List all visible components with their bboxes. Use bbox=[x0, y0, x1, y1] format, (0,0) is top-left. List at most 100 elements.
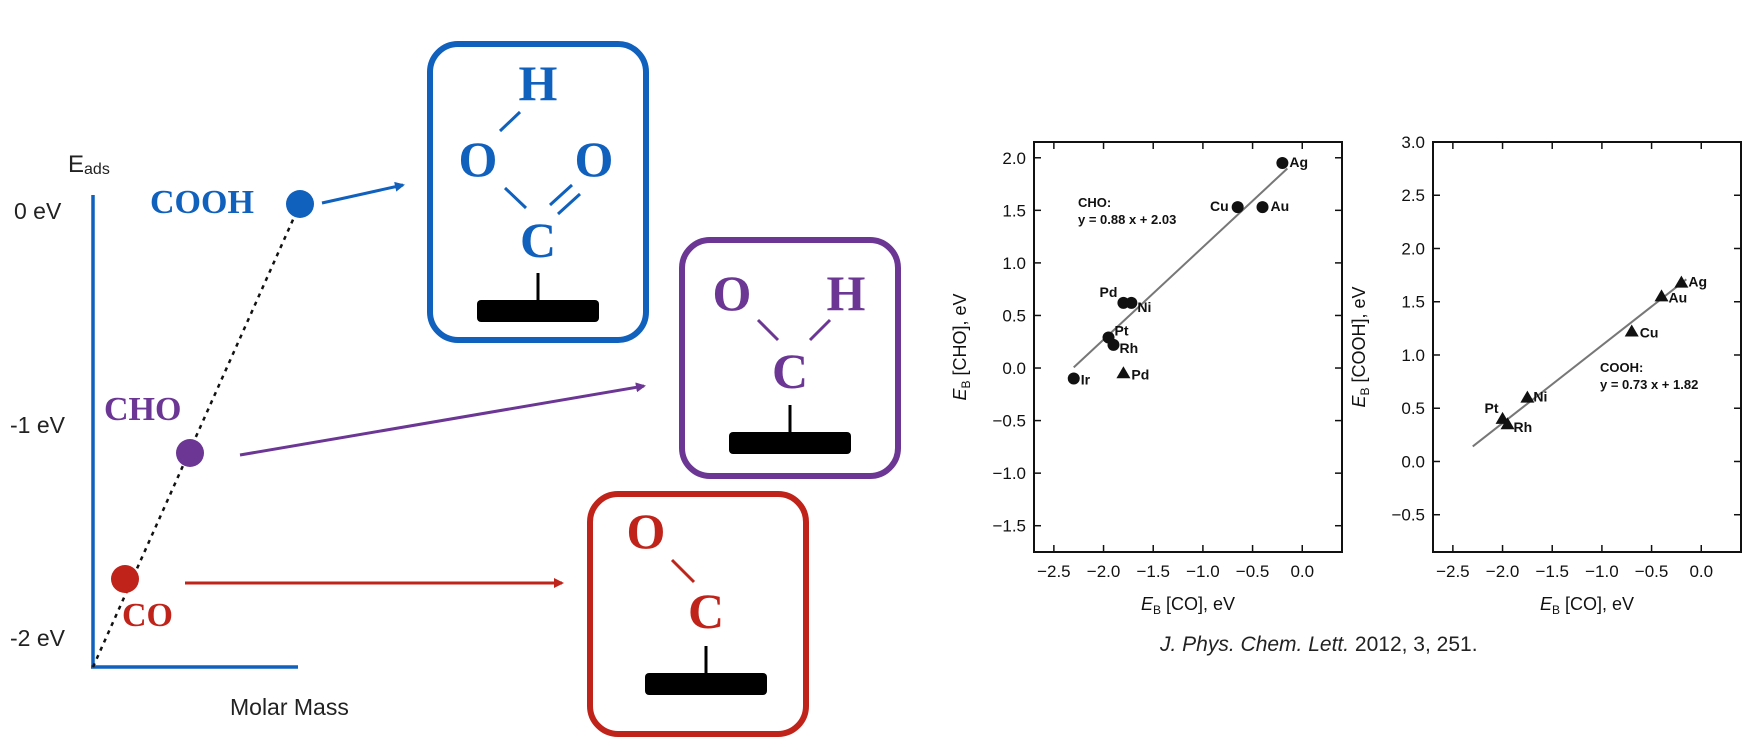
co-point bbox=[111, 565, 139, 593]
surface bbox=[477, 300, 599, 322]
fit-equation: COOH: bbox=[1600, 360, 1643, 375]
data-point-pd bbox=[1116, 366, 1131, 379]
bond bbox=[808, 318, 832, 342]
y-tick-label: −0.5 bbox=[992, 412, 1026, 431]
atom-c: C bbox=[688, 583, 724, 639]
y-tick-label: 1.5 bbox=[1401, 293, 1425, 312]
x-tick-label: 0.0 bbox=[1290, 562, 1314, 581]
cooh-box bbox=[427, 41, 649, 343]
x-tick-label: −1.5 bbox=[1535, 562, 1569, 581]
x-axis-label: EB [CO], eV bbox=[1141, 594, 1235, 617]
y-tick-label: 0.5 bbox=[1002, 306, 1026, 325]
data-label: Ag bbox=[1289, 154, 1308, 170]
data-label: Pd bbox=[1131, 366, 1149, 382]
co-box bbox=[587, 491, 809, 737]
y-tick-label: 2.0 bbox=[1401, 239, 1425, 258]
x-tick-label: −1.0 bbox=[1585, 562, 1619, 581]
data-label: Ni bbox=[1137, 299, 1151, 315]
atom-c: C bbox=[772, 343, 808, 399]
y-tick-label: 1.0 bbox=[1002, 254, 1026, 273]
cooh-arrow bbox=[321, 181, 405, 205]
data-label: Au bbox=[1669, 289, 1688, 305]
cho-structure: O H C bbox=[679, 237, 901, 479]
energy-axis-label: Eads bbox=[68, 151, 110, 178]
data-label: Cu bbox=[1210, 198, 1229, 214]
tick-minus2ev: -2 eV bbox=[10, 625, 66, 651]
y-tick-label: 0.5 bbox=[1401, 399, 1425, 418]
data-point-au bbox=[1654, 289, 1669, 302]
data-label: Cu bbox=[1640, 325, 1659, 341]
double-bond bbox=[548, 183, 574, 207]
data-point-rh bbox=[1107, 338, 1120, 351]
data-point-cu bbox=[1231, 201, 1244, 214]
citation-details: 2012, 3, 251. bbox=[1354, 633, 1478, 656]
x-tick-label: −2.5 bbox=[1037, 562, 1071, 581]
surface bbox=[729, 432, 851, 454]
y-tick-label: −1.5 bbox=[992, 517, 1026, 536]
y-tick-label: 1.5 bbox=[1002, 201, 1026, 220]
y-tick-label: −1.0 bbox=[992, 464, 1026, 483]
cho-box bbox=[679, 237, 901, 479]
data-point-ni bbox=[1125, 296, 1138, 309]
data-label: Au bbox=[1271, 198, 1290, 214]
x-tick-label: −1.0 bbox=[1186, 562, 1220, 581]
x-tick-label: −2.0 bbox=[1486, 562, 1520, 581]
atom-h: H bbox=[519, 55, 558, 111]
cooh-structure: H O O C bbox=[427, 41, 649, 343]
atom-o: O bbox=[627, 503, 666, 559]
bond bbox=[498, 110, 522, 133]
data-label: Pt bbox=[1115, 323, 1129, 339]
double-bond bbox=[556, 192, 582, 216]
y-axis-label: EB [CHO], eV bbox=[950, 293, 973, 400]
y-tick-label: 1.0 bbox=[1401, 346, 1425, 365]
atom-o: O bbox=[713, 265, 752, 321]
fit-line bbox=[1472, 278, 1687, 448]
data-point-au bbox=[1256, 201, 1269, 214]
data-point-ag bbox=[1674, 275, 1689, 288]
x-tick-label: −2.0 bbox=[1087, 562, 1121, 581]
plot-frame bbox=[1033, 141, 1343, 553]
data-label: Pt bbox=[1485, 400, 1499, 416]
y-axis-label: EB [COOH], eV bbox=[1349, 286, 1372, 407]
x-tick-label: −1.5 bbox=[1136, 562, 1170, 581]
cooh-point bbox=[286, 190, 314, 218]
data-point-ir bbox=[1067, 372, 1080, 385]
bond bbox=[670, 558, 696, 584]
cho-point bbox=[176, 439, 204, 467]
atom-h: H bbox=[827, 265, 866, 321]
atom-o: O bbox=[575, 131, 614, 187]
data-point-rh bbox=[1500, 417, 1515, 430]
cooh-label: COOH bbox=[150, 184, 254, 221]
data-point-cu bbox=[1624, 324, 1639, 337]
atom-o: O bbox=[459, 131, 498, 187]
data-label: Ag bbox=[1688, 274, 1707, 290]
data-point-ni bbox=[1520, 390, 1535, 403]
plot-frame bbox=[1432, 141, 1742, 553]
x-tick-label: −2.5 bbox=[1436, 562, 1470, 581]
y-tick-label: 2.0 bbox=[1002, 149, 1026, 168]
data-label: Ir bbox=[1081, 372, 1091, 388]
charts: −2.5 −2.0 −1.5 −1.0 −0.5 0.0 −1.5 −1.0 −0.5 0.0 0.… bbox=[950, 133, 1742, 617]
data-label: Rh bbox=[1119, 340, 1138, 356]
data-point-ag bbox=[1276, 157, 1289, 170]
fit-equation: y = 0.88 x + 2.03 bbox=[1078, 212, 1176, 227]
tick-0ev: 0 eV bbox=[14, 198, 62, 224]
data-label: Rh bbox=[1514, 419, 1533, 435]
data-label: Pd bbox=[1100, 284, 1118, 300]
bond bbox=[503, 186, 528, 210]
x-tick-label: −0.5 bbox=[1236, 562, 1270, 581]
mass-axis-label: Molar Mass bbox=[230, 694, 349, 720]
energy-diagram: Eads Molar Mass 0 eV -1 eV -2 eV COOH CH… bbox=[10, 151, 646, 720]
y-tick-label: −0.5 bbox=[1391, 506, 1425, 525]
x-tick-label: 0.0 bbox=[1689, 562, 1713, 581]
cho-label: CHO bbox=[104, 391, 181, 428]
co-structure: O C bbox=[587, 491, 809, 737]
fit-equation: y = 0.73 x + 1.82 bbox=[1600, 377, 1698, 392]
co-label: CO bbox=[122, 597, 173, 634]
data-label: Ni bbox=[1533, 389, 1547, 405]
surface bbox=[645, 673, 767, 695]
